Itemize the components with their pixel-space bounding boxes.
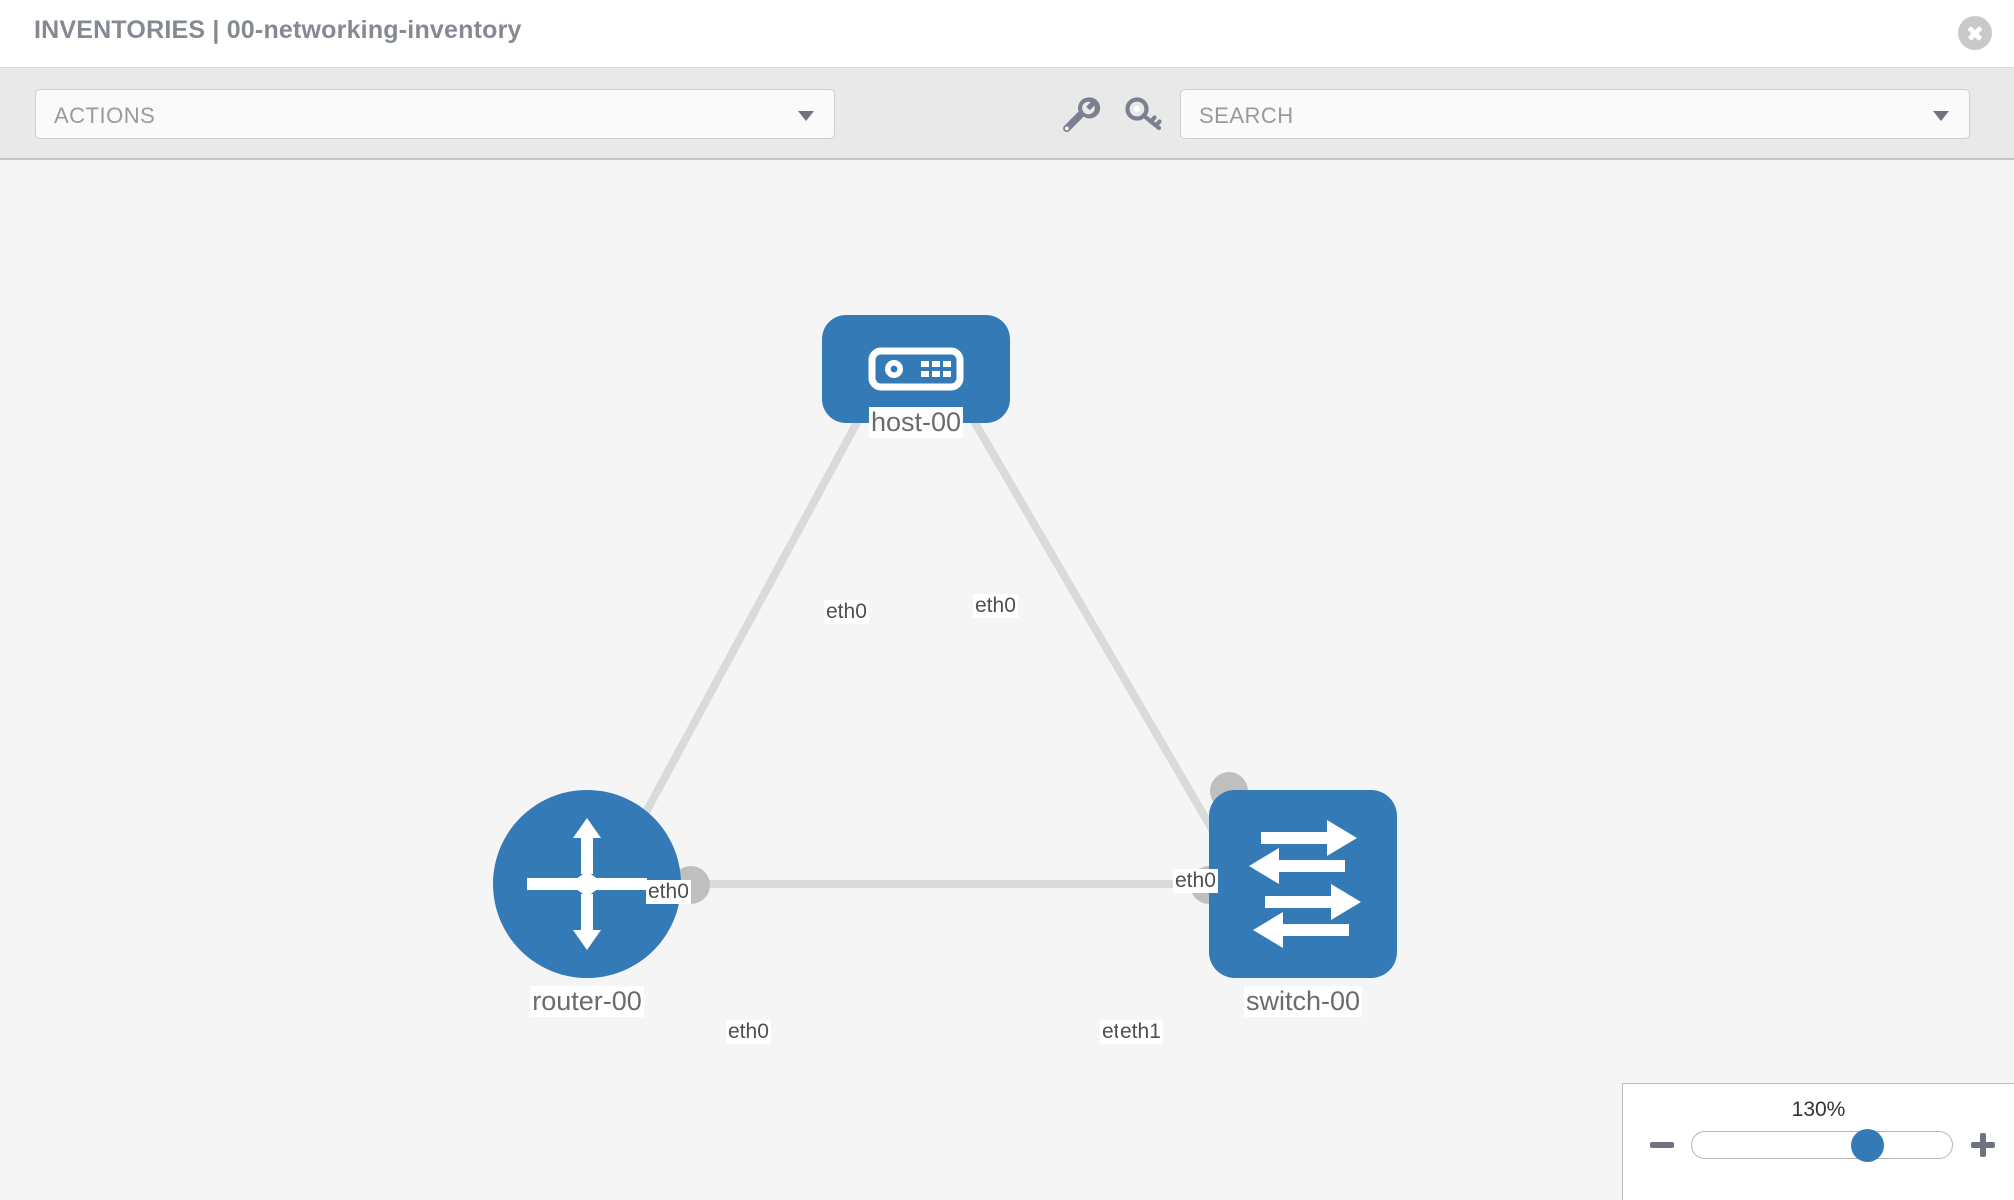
iface-label-router00-up: eth0 bbox=[646, 880, 691, 904]
node-switch-00[interactable]: switch-00 bbox=[1209, 790, 1397, 1017]
chevron-down-icon[interactable] bbox=[1933, 111, 1949, 121]
actions-dropdown[interactable]: ACTIONS bbox=[35, 89, 835, 139]
node-host-00[interactable]: host-00 bbox=[822, 315, 1010, 438]
wrench-icon[interactable] bbox=[1055, 90, 1103, 138]
zoom-out-button[interactable] bbox=[1647, 1130, 1677, 1160]
actions-dropdown-label: ACTIONS bbox=[54, 103, 156, 128]
toolbar-icon-group bbox=[1040, 90, 1190, 138]
page-title: INVENTORIES | 00-networking-inventory bbox=[34, 16, 522, 44]
zoom-slider[interactable] bbox=[1691, 1129, 1953, 1162]
zoom-slider-track bbox=[1691, 1131, 1953, 1159]
link-host00-router00[interactable] bbox=[616, 378, 884, 862]
toolbar: ACTIONS SEARCH bbox=[0, 68, 2014, 160]
topology-links-layer bbox=[616, 377, 1234, 888]
switch-arrows-icon bbox=[1249, 820, 1361, 948]
server-icon bbox=[868, 347, 964, 391]
zoom-in-button[interactable] bbox=[1968, 1130, 1998, 1160]
router-arrows-icon bbox=[527, 818, 647, 950]
node-host-00-label: host-00 bbox=[868, 407, 964, 438]
iface-label-host00-left: eth0 bbox=[824, 600, 869, 624]
zoom-control-panel: 130% bbox=[1622, 1083, 2014, 1200]
chevron-down-icon bbox=[798, 111, 814, 121]
search-input[interactable]: SEARCH bbox=[1180, 89, 1970, 139]
topology-canvas[interactable]: host-00 router-00 bbox=[0, 160, 2014, 1200]
page-header: INVENTORIES | 00-networking-inventory bbox=[0, 0, 2014, 68]
zoom-slider-handle[interactable] bbox=[1851, 1129, 1884, 1162]
key-icon[interactable] bbox=[1120, 90, 1168, 138]
zoom-level-value: 130% bbox=[1791, 1098, 1846, 1121]
node-switch-00-shape bbox=[1209, 790, 1397, 978]
node-host-00-shape bbox=[822, 315, 1010, 423]
node-router-00-label: router-00 bbox=[530, 986, 644, 1017]
iface-label-router00-right: eth0 bbox=[726, 1020, 771, 1044]
iface-label-switch00-up: eth0 bbox=[1173, 869, 1218, 893]
iface-label-switch00-left-eth1: eth1 bbox=[1118, 1020, 1163, 1044]
node-switch-00-label: switch-00 bbox=[1243, 986, 1363, 1017]
search-input-value: SEARCH bbox=[1199, 103, 1294, 128]
link-host00-switch00[interactable] bbox=[946, 377, 1234, 863]
iface-label-host00-right: eth0 bbox=[973, 594, 1018, 618]
close-icon[interactable] bbox=[1958, 16, 1992, 50]
